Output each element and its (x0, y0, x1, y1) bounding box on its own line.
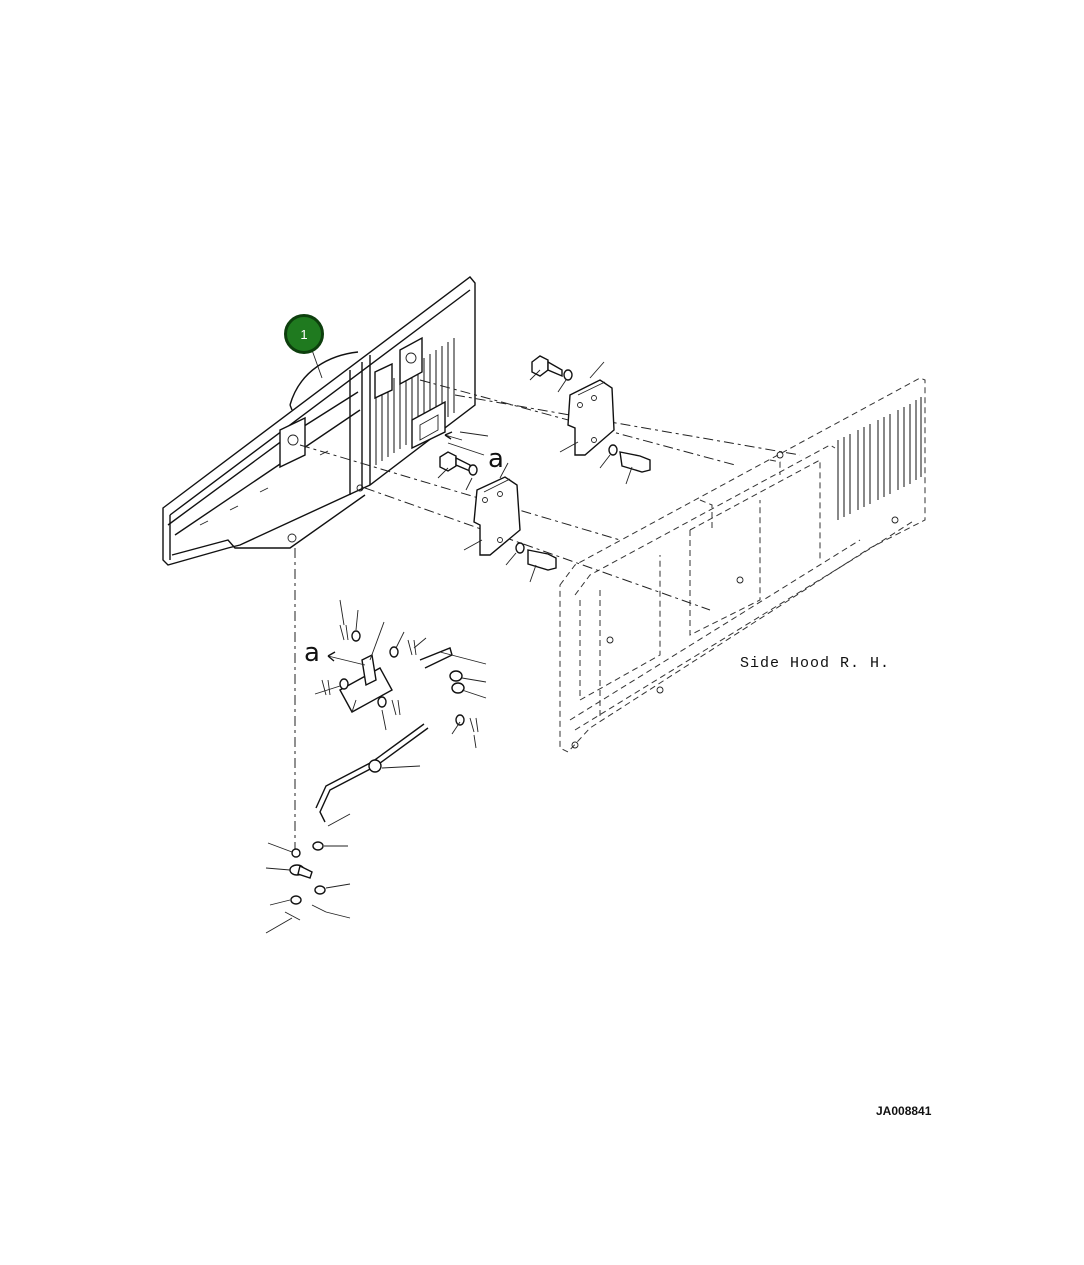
latch-mechanism (314, 599, 487, 749)
inner-cover-panel (162, 276, 476, 566)
drawing-id: JA008841 (876, 1104, 932, 1118)
lower-hinge (437, 431, 557, 583)
side-hood-panel (559, 377, 926, 753)
control-rod (315, 723, 429, 827)
callout-1-leader (311, 349, 323, 379)
upper-hinge (459, 355, 651, 485)
callout-1-button[interactable]: 1 (284, 314, 324, 354)
view-mark-a-lower: a (304, 638, 320, 668)
view-mark-a-upper: a (488, 444, 504, 474)
side-hood-label: Side Hood R. H. (740, 655, 891, 672)
lower-hardware (265, 841, 351, 934)
